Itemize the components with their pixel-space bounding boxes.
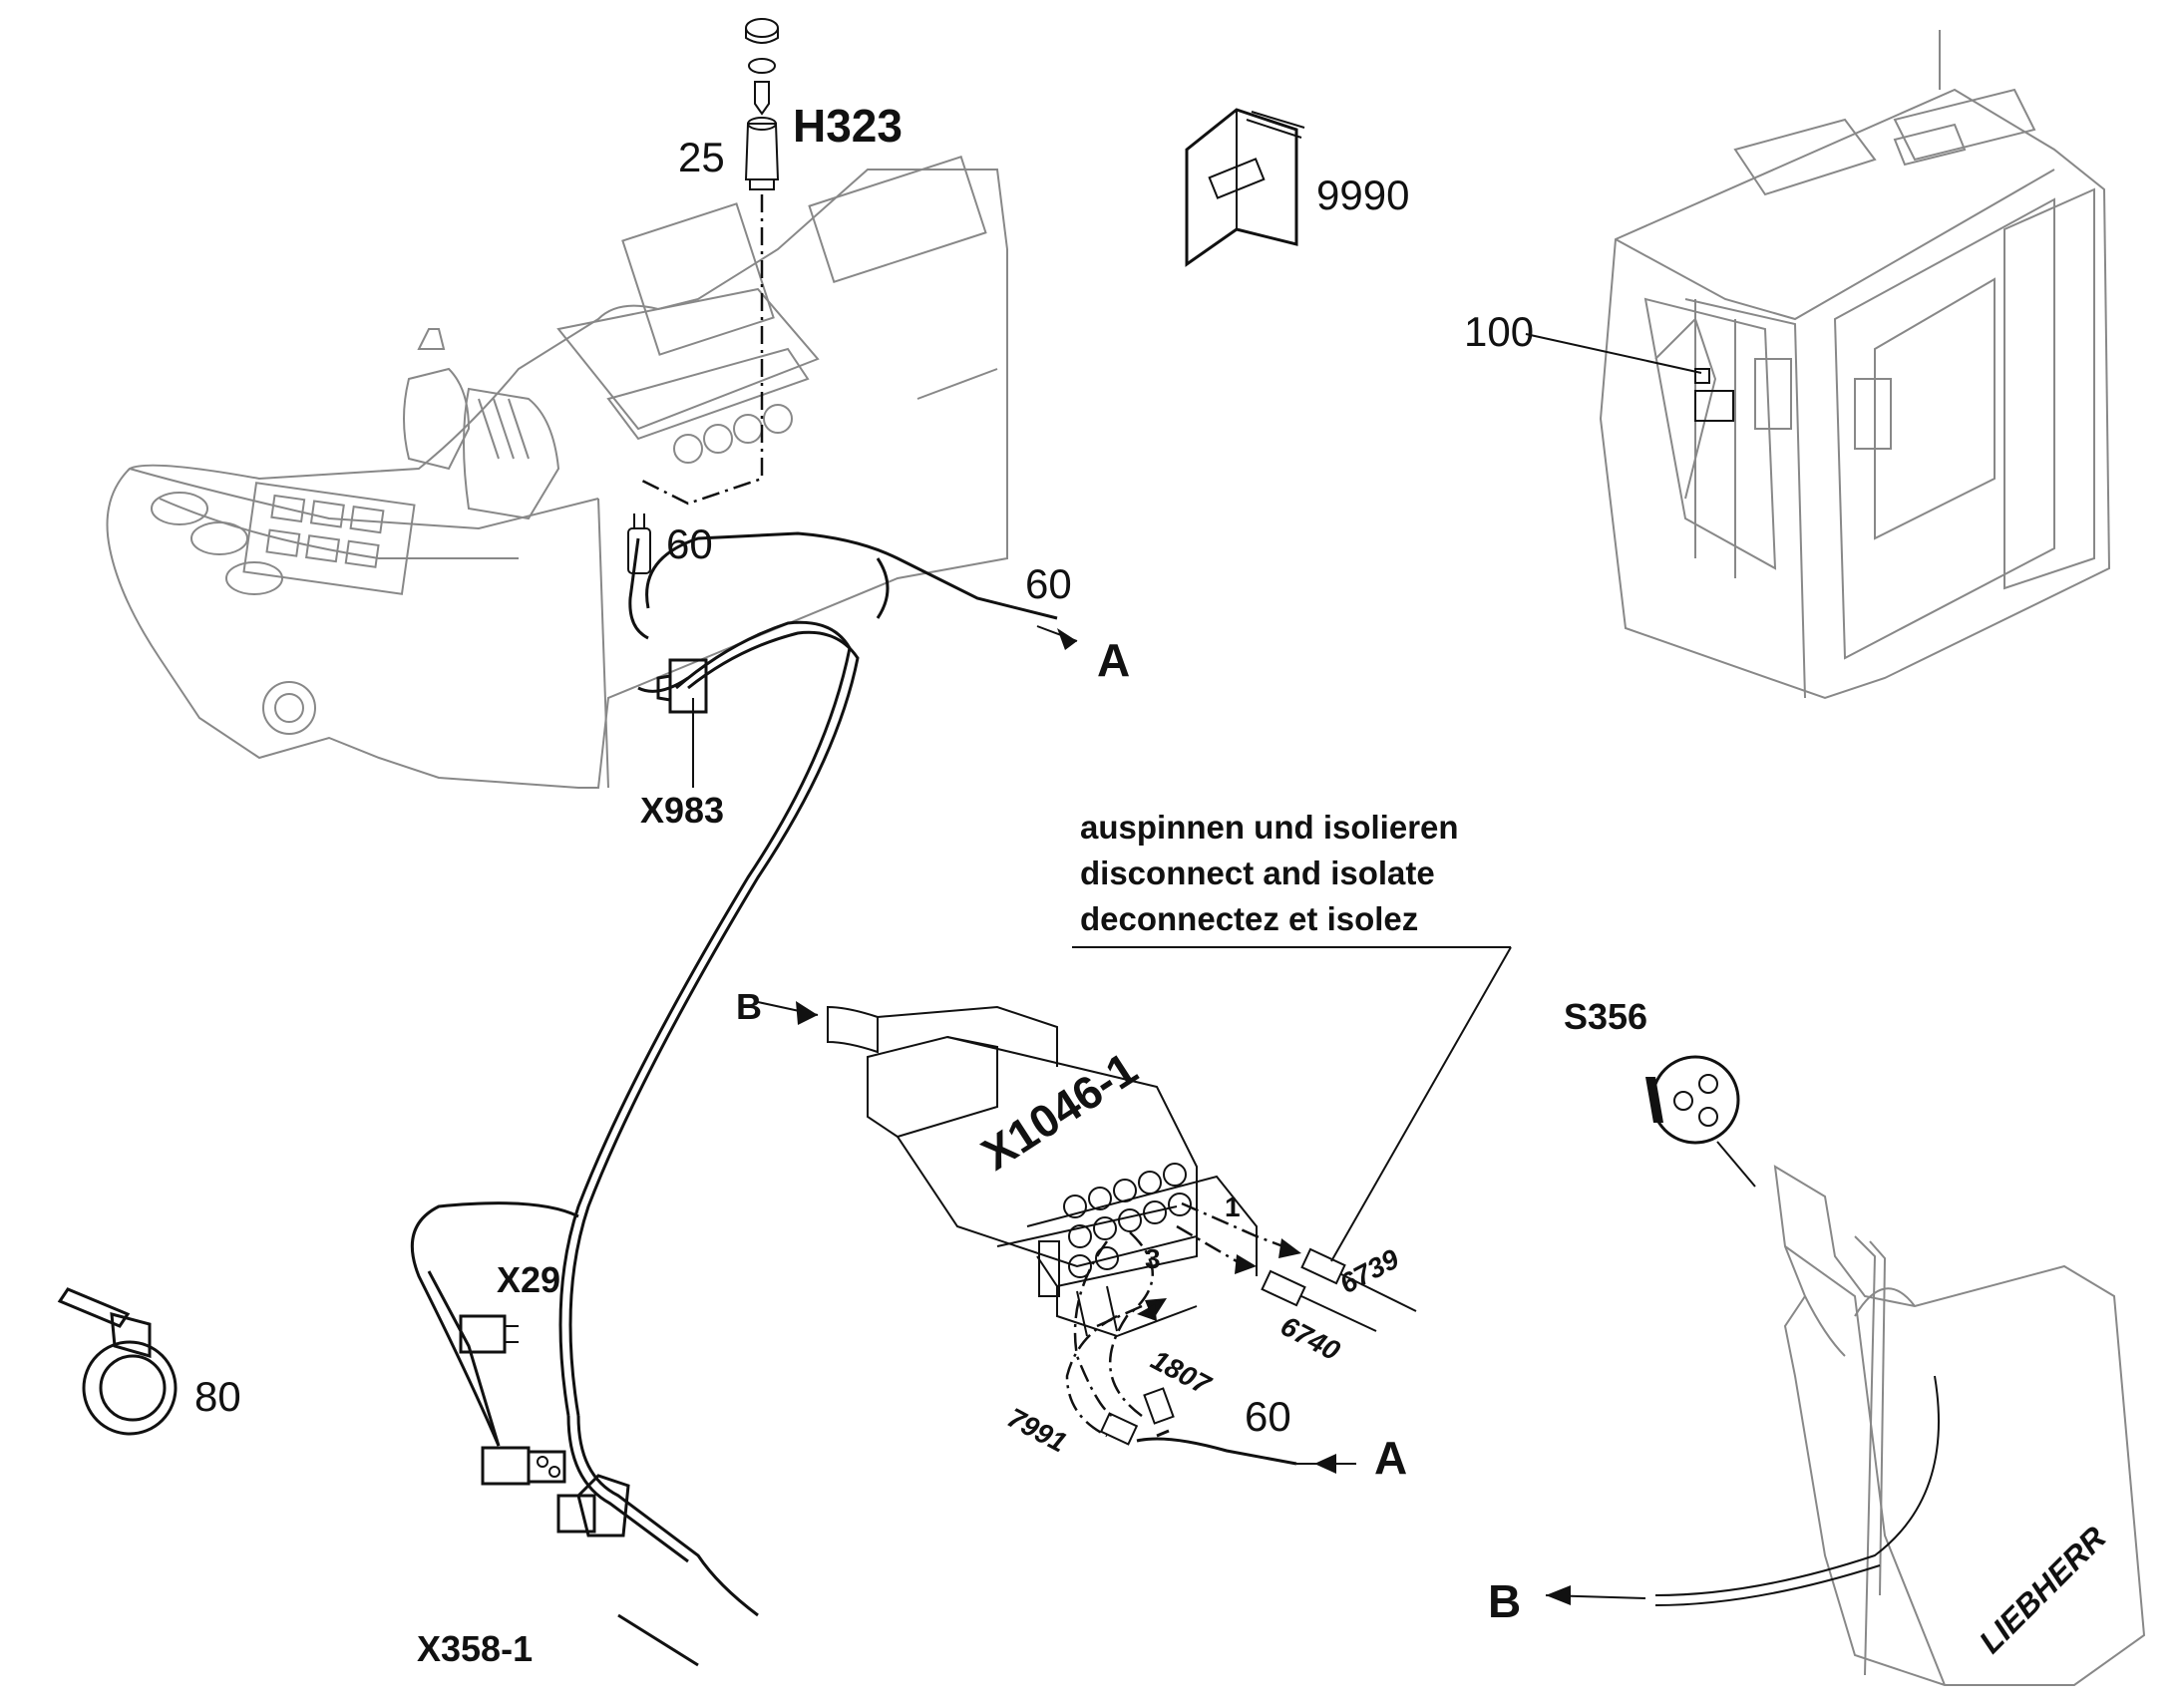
joystick-s356 [1645, 1055, 1756, 1188]
label-item-25: 25 [678, 134, 725, 180]
note-line-en: disconnect and isolate [1080, 854, 1435, 891]
note-line-de: auspinnen und isolieren [1080, 809, 1459, 846]
label-h323: H323 [793, 100, 903, 152]
operator-manual [1185, 108, 1305, 267]
label-s356: S356 [1564, 996, 1647, 1037]
joystick-body [1654, 1165, 2146, 1686]
label-arrow-b-right: B [1488, 1575, 1521, 1627]
brand-logo: LIEBHERR [1972, 1520, 2112, 1660]
harness-upper [410, 513, 1058, 1667]
leader-100 [1525, 333, 1702, 374]
label-wire-1807: 1807 [1146, 1344, 1217, 1401]
wire-routing [1065, 1201, 1417, 1474]
label-x29: X29 [497, 1259, 560, 1300]
label-wire-7991: 7991 [1002, 1402, 1072, 1459]
indicator-lamp-h323 [637, 18, 780, 506]
operator-cab [1599, 30, 2111, 700]
label-pin-3: 3 [1145, 1243, 1161, 1274]
label-item-60-top: 60 [666, 520, 713, 567]
label-wire-6740: 6740 [1275, 1310, 1345, 1367]
label-item-9990: 9990 [1316, 171, 1409, 218]
label-wire-6739: 6739 [1334, 1242, 1404, 1299]
label-pin-1: 1 [1225, 1192, 1241, 1222]
cable-tie [57, 1287, 178, 1436]
note-line-fr: deconnectez et isolez [1080, 900, 1418, 937]
label-item-80: 80 [194, 1373, 241, 1420]
note-leader [1072, 946, 1512, 1262]
label-arrow-a-top: A [1097, 634, 1130, 686]
label-item-100: 100 [1464, 308, 1534, 355]
arrow-to-a-top [1036, 625, 1078, 650]
label-item-60-bottom: 60 [1245, 1393, 1291, 1440]
arrow-to-b-right [1545, 1585, 1646, 1605]
operator-console [106, 155, 1008, 789]
connector-x1046 [757, 1001, 1258, 1338]
label-item-60-right: 60 [1025, 560, 1072, 607]
label-x358-1: X358-1 [417, 1628, 533, 1669]
label-x983: X983 [640, 790, 724, 831]
label-arrow-a-bottom: A [1374, 1432, 1407, 1484]
label-arrow-b-left: B [736, 986, 762, 1027]
